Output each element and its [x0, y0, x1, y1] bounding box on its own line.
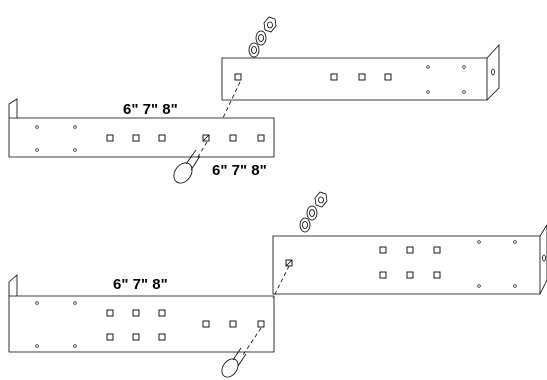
size-label-upper-top: 6" 7" 8" — [123, 101, 178, 118]
bracket-hole — [358, 73, 366, 81]
lower-alignment-line — [272, 265, 290, 299]
bracket-hole — [433, 271, 441, 279]
lower-right-bracket — [272, 224, 547, 295]
bracket-hole — [234, 73, 242, 81]
bracket-hole — [257, 134, 265, 142]
upper-alignment-line — [195, 141, 208, 161]
bracket-hole — [106, 309, 114, 317]
upper-alignment-line — [221, 81, 241, 121]
bracket-hole — [433, 246, 441, 254]
bracket-hole — [106, 333, 114, 341]
bracket-hole — [406, 271, 414, 279]
bracket-hole — [330, 73, 338, 81]
bracket-hole — [379, 246, 387, 254]
bracket-hole — [379, 271, 387, 279]
upper-assembly: 6" 7" 8" 6" 7" 8" — [8, 16, 500, 184]
bracket-hole — [158, 309, 166, 317]
lower-assembly: 6" 7" 8" — [8, 191, 547, 378]
bracket-hole — [202, 320, 210, 328]
lower-alignment-line — [242, 327, 262, 356]
upper-left-bracket — [8, 98, 275, 158]
bracket-hole — [229, 320, 237, 328]
bracket-hole — [106, 134, 114, 142]
bracket-hole — [406, 246, 414, 254]
size-label-lower: 6" 7" 8" — [113, 276, 168, 293]
bracket-hole — [132, 134, 140, 142]
upper-nut-washer-stack — [248, 16, 277, 58]
bracket-hole — [158, 134, 166, 142]
lower-carriage-bolt — [221, 347, 247, 378]
upper-carriage-bolt — [173, 149, 201, 184]
size-label-upper-bottom: 6" 7" 8" — [212, 162, 267, 179]
lower-nut-washer-stack — [299, 191, 328, 233]
bracket-hole — [257, 320, 265, 328]
bracket-hole — [158, 333, 166, 341]
bracket-hole — [384, 73, 392, 81]
bracket-hole — [229, 134, 237, 142]
lower-left-bracket — [8, 274, 275, 353]
bracket-hole — [132, 333, 140, 341]
bracket-hole — [132, 309, 140, 317]
upper-right-bracket — [221, 43, 500, 101]
